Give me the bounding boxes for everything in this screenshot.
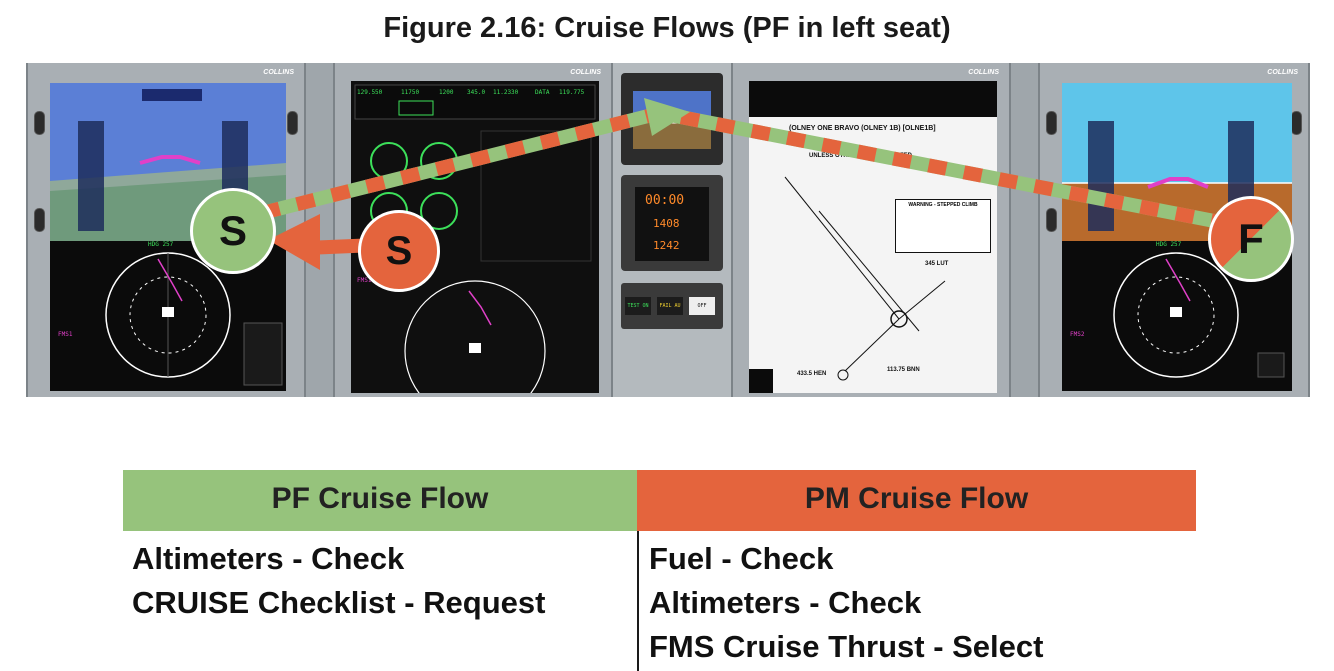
pm-flow-item: Altimeters - Check	[649, 585, 922, 620]
clock-panel: 00:00 1408 1242	[621, 175, 723, 271]
bezel-knob	[1046, 111, 1057, 135]
clock-readout: 00:00	[645, 193, 685, 208]
brand-label: COLLINS	[263, 69, 294, 76]
chart-warning-box: WARNING - STEPPED CLIMB	[895, 199, 991, 253]
right-mfd-screen: (OLNEY ONE BRAVO (OLNEY 1B) [OLNE1B] UNL…	[749, 81, 997, 393]
bezel-knob	[287, 111, 298, 135]
clock-readout: 1408	[653, 217, 680, 230]
pf-flow-header: PF Cruise Flow	[123, 470, 637, 531]
pm-flow-header-label: PM Cruise Flow	[804, 482, 1029, 515]
fail-switch: FAIL AU	[657, 297, 683, 315]
radio-readout: 119.775	[559, 89, 585, 96]
bezel-knob	[1046, 208, 1057, 232]
bezel-knob	[34, 208, 45, 232]
pf-start-badge: S	[190, 188, 276, 274]
heading-readout: HDG 257	[148, 241, 174, 248]
heading-readout: HDG 257	[1156, 241, 1182, 248]
fix-label: 345 LUT	[925, 261, 949, 267]
bezel-knob	[34, 111, 45, 135]
clock-readout: 1242	[653, 239, 680, 252]
cockpit-panel-illustration: COLLINS HDG 257 FMS1	[26, 63, 1310, 397]
brand-label: COLLINS	[570, 69, 601, 76]
left-mfd-display	[354, 84, 596, 393]
radio-readout: DATA	[535, 89, 550, 96]
radio-readout: 11.2330	[493, 89, 519, 96]
off-switch: OFF	[689, 297, 715, 315]
right-mfd-bezel: COLLINS (OLNEY ONE BRAVO (OLNEY 1B) [OLN…	[731, 63, 1011, 397]
column-divider	[637, 531, 639, 671]
pf-flow-header-label: PF Cruise Flow	[271, 482, 489, 515]
fms-source-label: FMS1	[58, 331, 73, 338]
radio-readout: 129.550	[357, 89, 383, 96]
pf-flow-list: Altimeters - Check CRUISE Checklist - Re…	[132, 537, 545, 625]
figure-title: Figure 2.16: Cruise Flows (PF in left se…	[383, 12, 951, 44]
flow-arrows	[260, 98, 1242, 270]
radio-strip	[749, 81, 997, 117]
test-switch: TEST ON	[625, 297, 651, 315]
radio-readout: 345.0	[467, 89, 486, 96]
brand-label: COLLINS	[1267, 69, 1298, 76]
finish-badge: F	[1208, 196, 1294, 282]
brand-label: COLLINS	[968, 69, 999, 76]
chart-heading: (OLNEY ONE BRAVO (OLNEY 1B) [OLNE1B]	[789, 125, 936, 132]
pm-start-badge: S	[358, 210, 440, 292]
fms-source-label: FMS1	[357, 277, 372, 284]
pm-flow-item: Fuel - Check	[649, 541, 834, 576]
pm-flow-item: FMS Cruise Thrust - Select	[649, 629, 1044, 664]
center-control-stack: 00:00 1408 1242 TEST ON FAIL AU OFF	[613, 63, 731, 397]
procedure-chart-lines	[749, 176, 946, 393]
pm-flow-list: Fuel - Check Altimeters - Check FMS Crui…	[649, 537, 1043, 669]
fms-source-label: FMS2	[1070, 331, 1085, 338]
pf-flow-arrow	[260, 98, 1242, 233]
pf-flow-item: Altimeters - Check	[132, 541, 405, 576]
fix-label: 113.75 BNN	[887, 367, 920, 373]
radio-readout: 11750	[401, 89, 420, 96]
pf-flow-item: CRUISE Checklist - Request	[132, 585, 546, 620]
radio-readout: 1200	[439, 89, 454, 96]
fix-label: 433.5 HEN	[797, 371, 827, 377]
switch-panel: TEST ON FAIL AU OFF	[621, 283, 723, 329]
pm-flow-header: PM Cruise Flow	[637, 470, 1196, 531]
